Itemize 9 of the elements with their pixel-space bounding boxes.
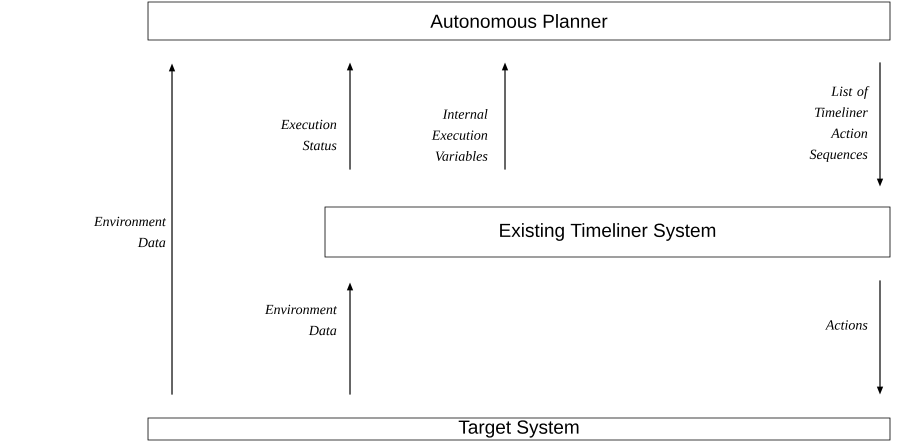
system-box: Target System [148, 418, 890, 440]
edge-label: List of Timeliner Action Sequences [810, 86, 870, 162]
edge-label: Environment Data [94, 216, 166, 248]
system-box: Existing Timeliner System [324, 206, 890, 258]
edge-label: Execution Status [280, 120, 336, 150]
edge-label: Actions [825, 320, 868, 330]
edge-label: Environment Data [264, 304, 338, 336]
system-box: Autonomous Planner [148, 2, 890, 40]
edge-label: Internal Execution Variables [432, 109, 488, 161]
